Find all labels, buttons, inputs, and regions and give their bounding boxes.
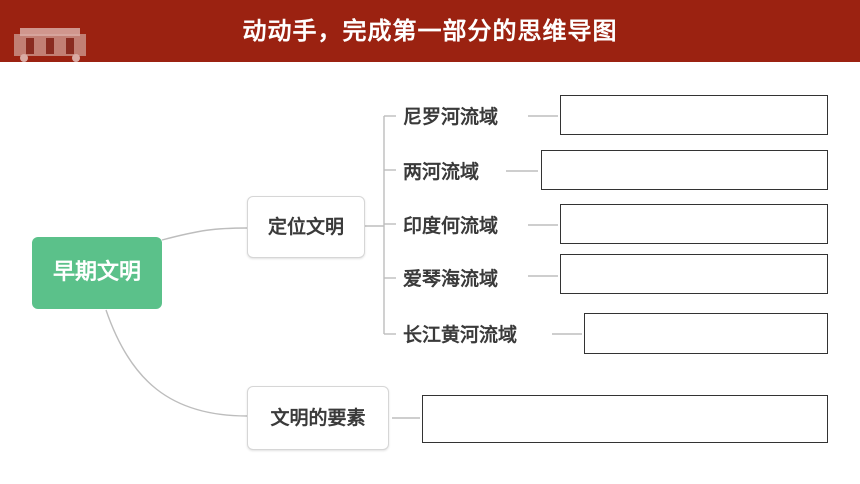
leaf-label-indus: 印度何流域 — [403, 215, 499, 237]
branch-node-locate-civilization: 定位文明 — [247, 196, 365, 258]
branch-node-civilization-elements: 文明的要素 — [247, 386, 389, 450]
header-bar: 动动手，完成第一部分的思维导图 — [0, 0, 860, 62]
leaf-label-yangtze-yellow-river: 长江黄河流域 — [403, 324, 518, 346]
page-title: 动动手，完成第一部分的思维导图 — [242, 17, 618, 45]
answer-box-civilization-elements[interactable] — [422, 395, 828, 443]
leaf-label-mesopotamia: 两河流域 — [403, 161, 480, 183]
leaf-label-nile: 尼罗河流域 — [403, 106, 499, 128]
answer-box-indus[interactable] — [560, 204, 828, 244]
leaf-label-aegean: 爱琴海流域 — [403, 268, 499, 290]
answer-box-nile[interactable] — [560, 95, 828, 135]
school-logo-icon — [14, 28, 86, 62]
answer-box-aegean[interactable] — [560, 254, 828, 294]
root-node: 早期文明 — [32, 237, 162, 309]
answer-box-yangtze-yellow-river[interactable] — [584, 313, 828, 354]
answer-box-mesopotamia[interactable] — [541, 150, 828, 190]
